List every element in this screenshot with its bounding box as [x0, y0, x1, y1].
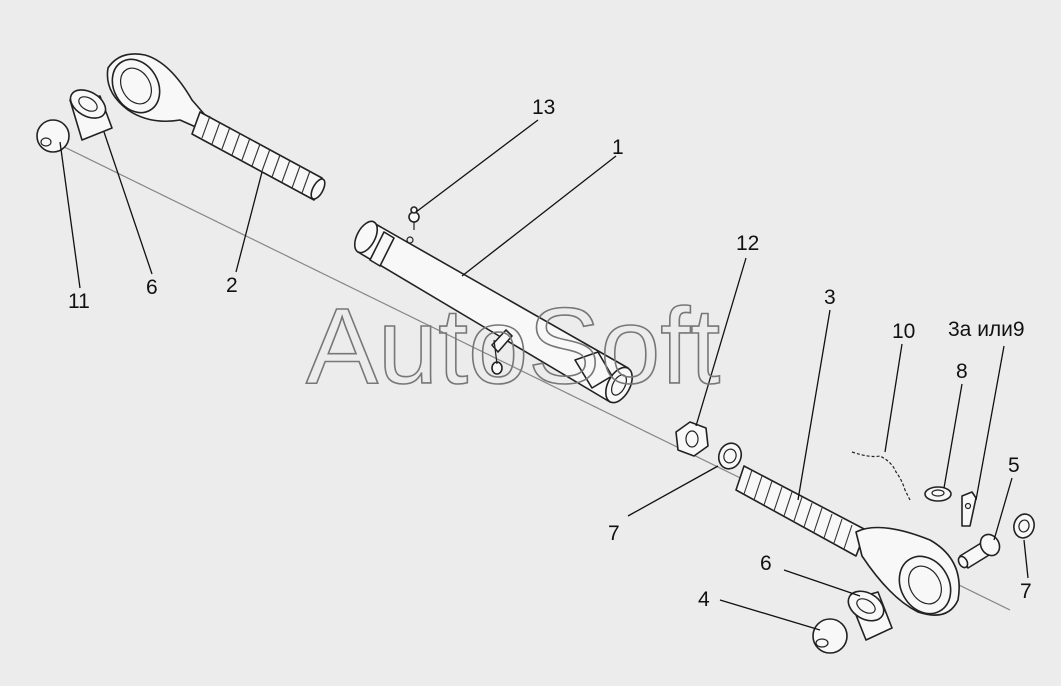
label-13: 13 [532, 96, 555, 119]
part-10-chain [851, 451, 911, 501]
leader-lines [59, 119, 1029, 631]
part-7-washer-centre [717, 442, 743, 470]
part-5-pin [957, 533, 1001, 569]
label-12: 12 [736, 232, 759, 255]
label-10: 10 [892, 320, 915, 343]
label-1: 1 [612, 136, 624, 159]
part-7-washer-right [1013, 513, 1035, 539]
label-2: 2 [226, 274, 238, 297]
part-3a-or-9-lynch-pin [961, 491, 977, 527]
label-11: 11 [68, 290, 90, 313]
label-7-centre: 7 [608, 522, 620, 545]
part-4-ball [812, 618, 848, 654]
part-12-nut [675, 421, 709, 457]
label-4: 4 [698, 588, 710, 611]
label-3a-or-9: 3а или9 [948, 318, 1025, 341]
label-5: 5 [1008, 454, 1020, 477]
part-8-washer [924, 486, 952, 502]
part-11-ball [36, 119, 70, 153]
label-6-left: 6 [146, 276, 158, 299]
watermark: AutoSoft [306, 285, 720, 406]
label-3: 3 [824, 286, 836, 309]
part-13-grease-nipple [408, 206, 420, 230]
label-6-right: 6 [760, 552, 772, 575]
part-6-bushing-right [847, 590, 893, 641]
part-3-eye-rod [735, 465, 960, 616]
part-2-eye-rod [106, 53, 326, 201]
part-6-bushing-left [69, 89, 113, 141]
label-8: 8 [956, 360, 968, 383]
part-1-tube [353, 220, 633, 404]
label-7-right: 7 [1020, 580, 1032, 603]
